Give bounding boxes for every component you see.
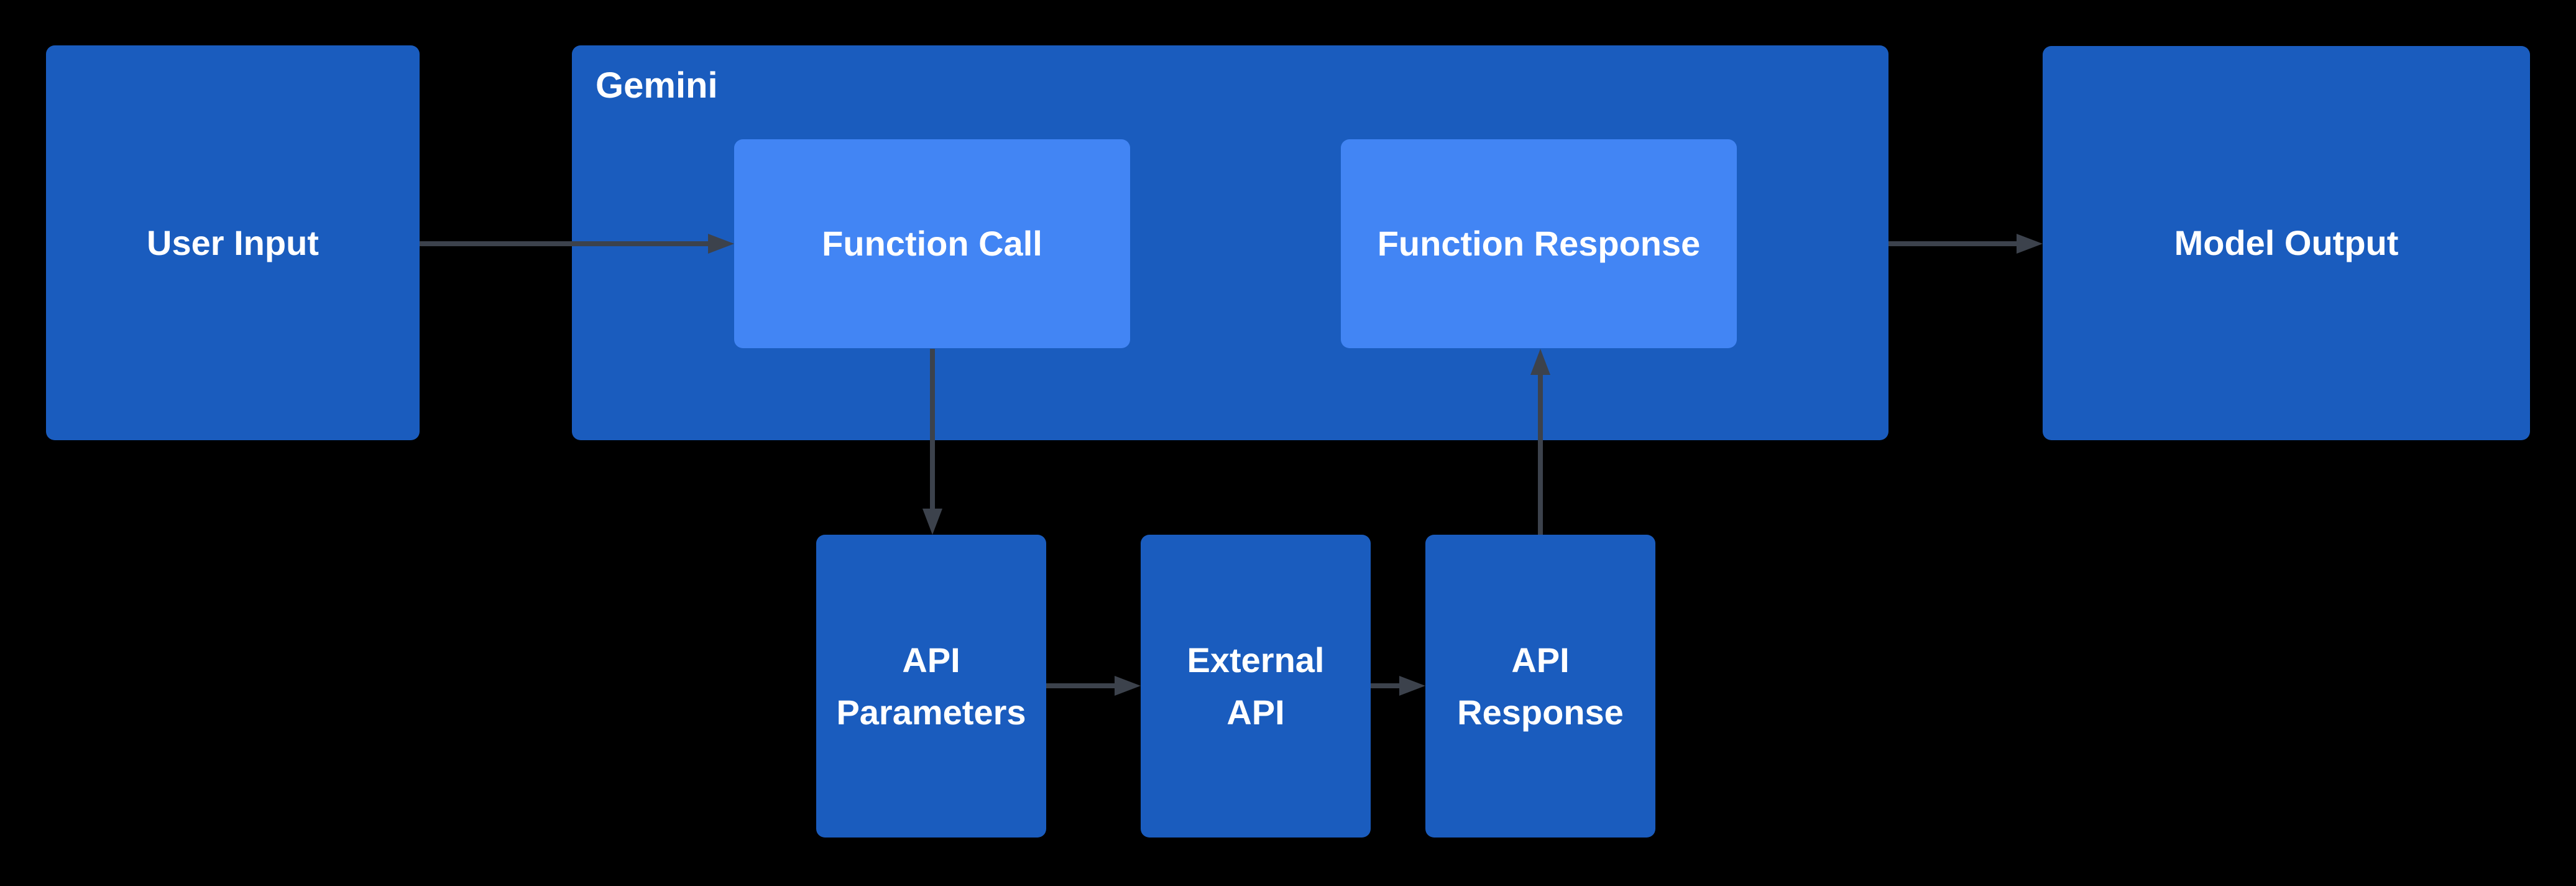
node-model-output-label: Model Output: [2174, 223, 2399, 262]
arrow-api-parameters-to-external-api: [1046, 676, 1141, 696]
node-function-call-label: Function Call: [822, 224, 1042, 263]
arrow-gemini-to-model-output: [1888, 234, 2043, 254]
node-user-input: User Input: [46, 45, 420, 440]
node-api-parameters-label: API Parameters: [836, 634, 1026, 739]
node-api-response: API Response: [1425, 535, 1655, 838]
node-api-response-label-line2: Response: [1457, 692, 1624, 732]
node-function-response: Function Response: [1341, 139, 1737, 348]
node-model-output: Model Output: [2043, 46, 2530, 440]
node-function-call: Function Call: [734, 139, 1130, 348]
node-api-response-label-line1: API: [1511, 640, 1570, 680]
arrow-external-api-to-api-response: [1371, 676, 1425, 696]
node-api-parameters-label-line1: API: [902, 640, 960, 680]
node-function-response-label: Function Response: [1377, 224, 1701, 263]
node-external-api-label-line2: API: [1226, 692, 1285, 732]
node-external-api-label-line1: External: [1187, 640, 1325, 680]
node-external-api: External API: [1141, 535, 1371, 838]
node-api-response-label: API Response: [1457, 634, 1624, 739]
gemini-container-label: Gemini: [596, 65, 718, 106]
node-api-parameters: API Parameters: [816, 535, 1046, 838]
node-user-input-label: User Input: [147, 223, 319, 262]
node-api-parameters-label-line2: Parameters: [836, 692, 1026, 732]
node-external-api-label: External API: [1187, 634, 1325, 739]
